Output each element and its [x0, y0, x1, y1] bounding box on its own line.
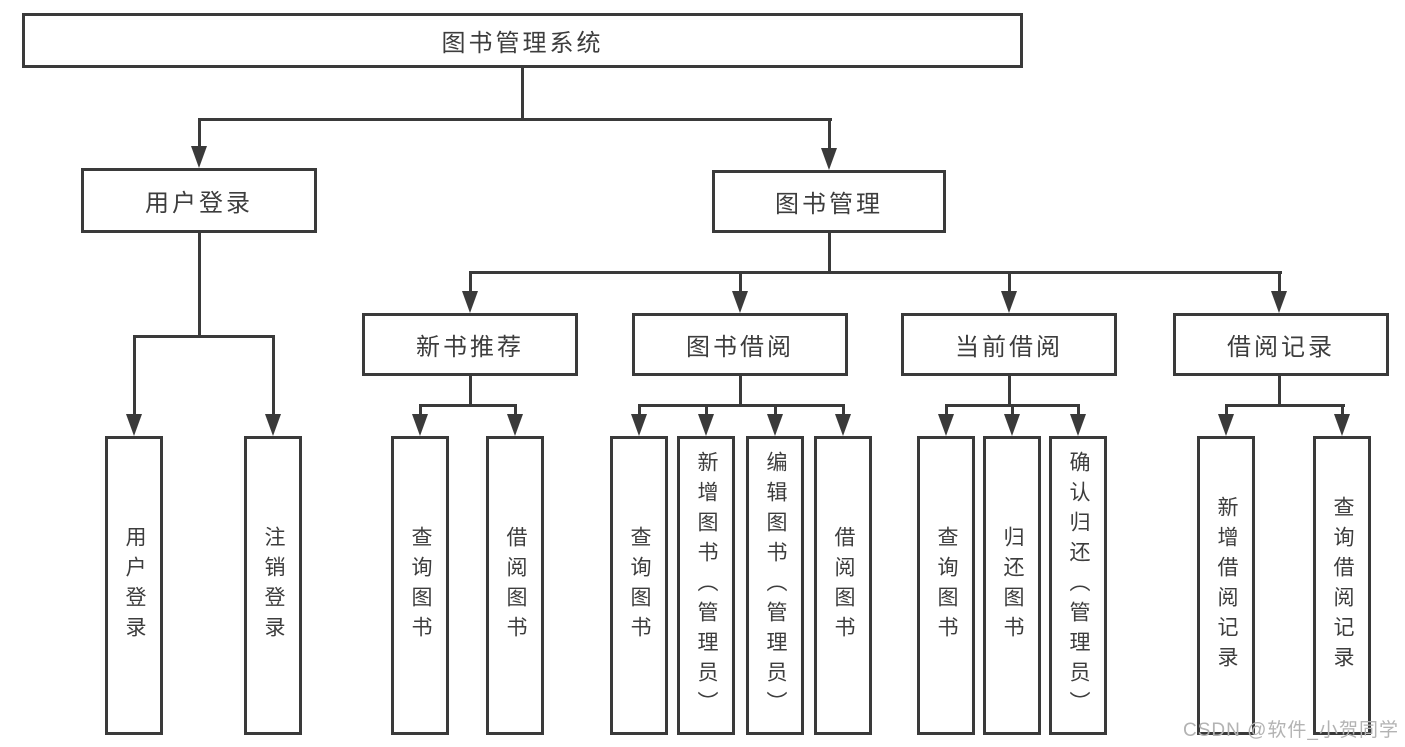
connector-line	[1341, 404, 1344, 416]
connector-line	[521, 68, 524, 120]
leaf-logout: 注销登录	[244, 436, 302, 735]
arrow-down-icon	[938, 414, 954, 436]
node-user-login: 用户登录	[81, 168, 317, 233]
watermark: CSDN @软件_小贺同学	[1183, 720, 1399, 741]
arrow-down-icon	[631, 414, 647, 436]
connector-line	[198, 118, 201, 146]
connector-line	[198, 118, 832, 121]
connector-line	[739, 271, 742, 291]
leaf-borrow-books-recommend: 借阅图书	[486, 436, 544, 735]
arrow-down-icon	[126, 414, 142, 436]
connector-line	[739, 376, 742, 407]
leaf-edit-book-admin: 编辑图书（管理员）	[746, 436, 804, 735]
node-library-system-root: 图书管理系统	[22, 13, 1023, 68]
arrow-down-icon	[698, 414, 714, 436]
connector-line	[469, 271, 1282, 274]
leaf-user-login: 用户登录	[105, 436, 163, 735]
connector-line	[514, 404, 517, 416]
node-new-book-recommend: 新书推荐	[362, 313, 578, 376]
connector-line	[1278, 271, 1281, 291]
connector-line	[469, 271, 472, 291]
leaf-add-book-admin: 新增图书（管理员）	[677, 436, 735, 735]
leaf-borrow-books: 借阅图书	[814, 436, 872, 735]
arrow-down-icon	[1334, 414, 1350, 436]
leaf-query-books-current: 查询图书	[917, 436, 975, 735]
leaf-return-books: 归还图书	[983, 436, 1041, 735]
leaf-query-borrow-record: 查询借阅记录	[1313, 436, 1371, 735]
connector-line	[419, 404, 517, 407]
node-book-borrow: 图书借阅	[632, 313, 848, 376]
connector-line	[828, 118, 831, 148]
connector-line	[1011, 404, 1014, 416]
arrow-down-icon	[1001, 291, 1017, 313]
connector-line	[945, 404, 948, 416]
arrow-down-icon	[507, 414, 523, 436]
arrow-down-icon	[1004, 414, 1020, 436]
node-borrow-record: 借阅记录	[1173, 313, 1389, 376]
connector-line	[198, 233, 201, 338]
connector-line	[1077, 404, 1080, 416]
arrow-down-icon	[462, 291, 478, 313]
connector-line	[774, 404, 777, 416]
arrow-down-icon	[732, 291, 748, 313]
leaf-confirm-return-admin: 确认归还（管理员）	[1049, 436, 1107, 735]
connector-line	[272, 335, 275, 416]
connector-line	[469, 376, 472, 407]
connector-line	[133, 335, 275, 338]
leaf-query-books-borrow: 查询图书	[610, 436, 668, 735]
node-book-management: 图书管理	[712, 170, 946, 233]
node-current-borrow: 当前借阅	[901, 313, 1117, 376]
connector-line	[828, 233, 831, 274]
arrow-down-icon	[1070, 414, 1086, 436]
connector-line	[419, 404, 422, 416]
connector-line	[1225, 404, 1228, 416]
arrow-down-icon	[1271, 291, 1287, 313]
leaf-query-books-recommend: 查询图书	[391, 436, 449, 735]
connector-line	[1008, 376, 1011, 407]
leaf-add-borrow-record: 新增借阅记录	[1197, 436, 1255, 735]
arrow-down-icon	[191, 146, 207, 168]
connector-line	[1278, 376, 1281, 407]
connector-line	[705, 404, 708, 416]
connector-line	[1225, 404, 1345, 407]
arrow-down-icon	[767, 414, 783, 436]
arrow-down-icon	[1218, 414, 1234, 436]
connector-line	[842, 404, 845, 416]
arrow-down-icon	[821, 148, 837, 170]
arrow-down-icon	[265, 414, 281, 436]
arrow-down-icon	[412, 414, 428, 436]
connector-line	[1008, 271, 1011, 291]
connector-line	[638, 404, 641, 416]
arrow-down-icon	[835, 414, 851, 436]
connector-line	[638, 404, 844, 407]
connector-line	[133, 335, 136, 416]
